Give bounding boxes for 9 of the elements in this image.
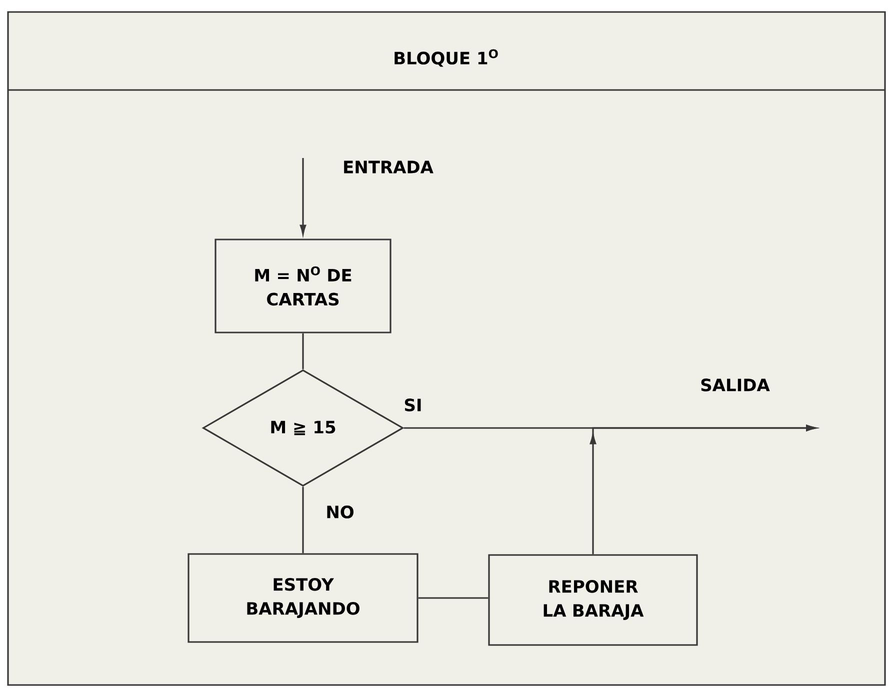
flow-label: SALIDA	[701, 378, 770, 392]
title: BLOQUE 1$^{O}$	[394, 49, 498, 67]
edge-label: SI	[402, 398, 424, 412]
process-box: M = N$^{O}$ DE CARTAS	[214, 238, 392, 334]
edge-label: NO	[324, 504, 356, 520]
process-box: REPONER LA BARAJA	[488, 554, 698, 646]
flow-label: ENTRADA	[344, 160, 434, 174]
process-box: ESTOY BARAJANDO	[188, 553, 418, 643]
arrow	[300, 158, 306, 235]
